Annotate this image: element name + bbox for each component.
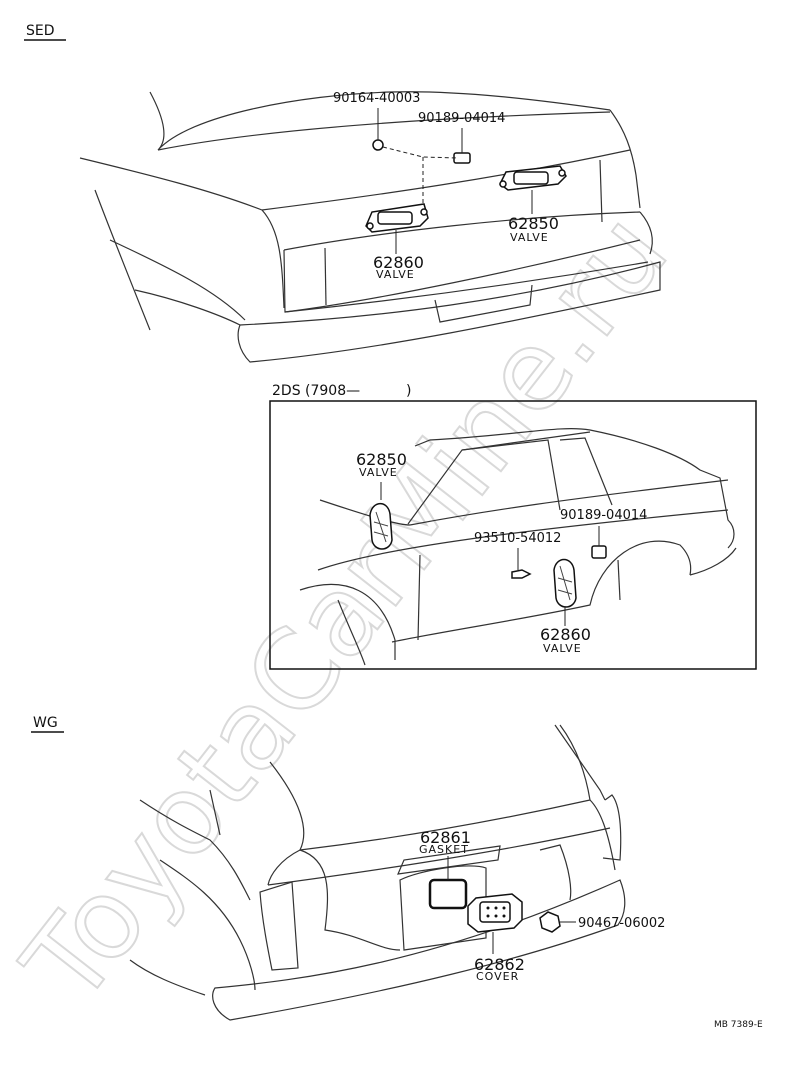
ds-section-title: 2DS (7908—: [272, 383, 360, 399]
wg-cover-part: [467, 893, 523, 954]
sed-section-title: SED: [26, 23, 55, 39]
ds-valve-bottom-number: 62860: [540, 625, 591, 644]
ds-screw-label: 93510-54012: [474, 531, 561, 546]
ds-clip-label: 90189-04014: [560, 508, 647, 523]
diagram-code: MB 7389-E: [714, 1020, 763, 1030]
sed-valve-right-part: [499, 165, 567, 214]
sed-valve-left-name: VALVE: [376, 268, 415, 281]
wg-fastener-part: [539, 911, 576, 933]
ds-screw-part: [511, 548, 532, 579]
sed-bolt-part: [372, 108, 384, 151]
ds-valve-bottom-name: VALVE: [543, 642, 582, 655]
watermark-text: ToyotaCarMine.ru: [0, 190, 692, 1027]
wg-section: WG: [31, 715, 665, 1021]
sed-valve-left-number: 62860: [373, 253, 424, 272]
sed-valve-left-part: [365, 203, 429, 254]
ds-section-title-close: ): [406, 383, 411, 399]
wg-section-title: WG: [33, 715, 58, 731]
sed-bolt-label: 90164-40003: [333, 91, 420, 106]
sed-section: SED: [24, 23, 661, 363]
ds-section: 2DS (7908— ): [269, 383, 757, 670]
sed-valve-right-name: VALVE: [510, 231, 549, 244]
sed-clip-label: 90189-04014: [418, 111, 505, 126]
ds-valve-top-name: VALVE: [359, 466, 398, 479]
sed-clip-part: [453, 128, 471, 164]
wg-fastener-label: 90467-06002: [578, 916, 665, 931]
wg-gasket-name: GASKET: [419, 843, 469, 856]
ds-frame: [269, 400, 757, 670]
wg-car-illustration: [129, 724, 626, 1021]
wg-gasket-part: [428, 856, 468, 910]
sed-car-illustration: [79, 91, 661, 363]
wg-cover-name: COVER: [476, 970, 519, 983]
wg-cover-number: 62862: [474, 955, 525, 974]
ds-valve-bottom-part: [553, 558, 577, 626]
ds-valve-top-number: 62850: [356, 450, 407, 469]
sed-valve-right-number: 62850: [508, 214, 559, 233]
ds-valve-top-part: [369, 482, 393, 550]
ds-clip-part: [591, 526, 607, 559]
wg-gasket-number: 62861: [420, 828, 471, 847]
sed-dash-path-1: [382, 146, 459, 159]
ds-car-illustration: [299, 428, 737, 666]
